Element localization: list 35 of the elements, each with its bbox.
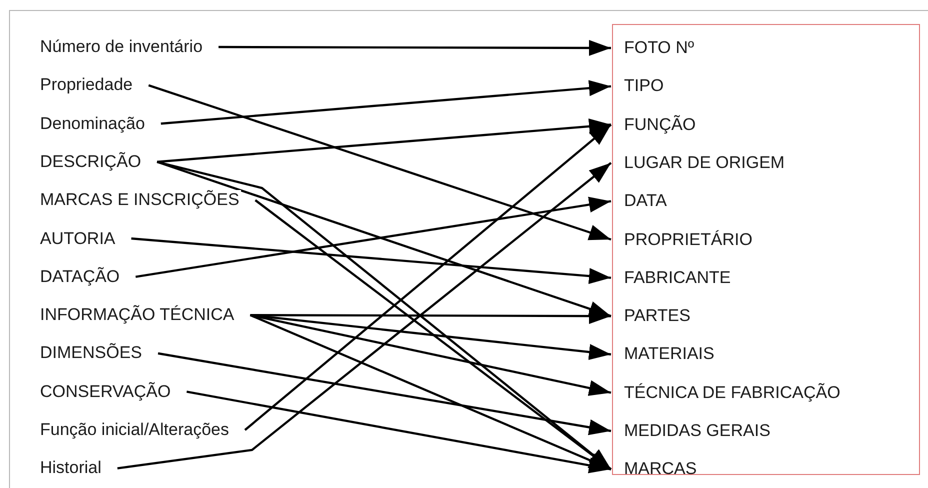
target-field-label: PARTES bbox=[613, 306, 690, 326]
source-field-label: DESCRIÇÃO bbox=[38, 152, 144, 172]
target-field-label: FUNÇÃO bbox=[613, 114, 696, 135]
target-field-label: MATERIAIS bbox=[613, 344, 714, 364]
arrow bbox=[218, 40, 611, 56]
arrow bbox=[250, 314, 612, 470]
source-field-label: Denominação bbox=[38, 114, 147, 134]
arrow bbox=[135, 196, 612, 278]
arrow bbox=[250, 314, 612, 396]
target-field-label: MEDIDAS GERAIS bbox=[613, 421, 770, 441]
target-field-label: DATA bbox=[613, 191, 667, 212]
arrow bbox=[156, 160, 612, 318]
source-field-label: Função inicial/Alterações bbox=[38, 420, 231, 440]
target-field-label: TÉCNICA DE FABRICAÇÃO bbox=[613, 382, 840, 403]
arrow bbox=[160, 80, 612, 125]
target-field-label: MARCAS bbox=[613, 459, 697, 480]
arrow bbox=[250, 314, 612, 360]
arrow bbox=[250, 308, 611, 324]
arrow bbox=[186, 390, 612, 474]
target-field-label: PROPRIETÁRIO bbox=[613, 230, 752, 250]
target-field-label: LUGAR DE ORIGEM bbox=[613, 152, 785, 173]
target-field-label: FOTO Nº bbox=[613, 38, 694, 58]
target-field-label: TIPO bbox=[613, 76, 664, 96]
target-field-label: FABRICANTE bbox=[613, 268, 731, 288]
arrow bbox=[244, 124, 612, 431]
arrow bbox=[254, 199, 612, 470]
source-field-label: Propriedade bbox=[38, 75, 135, 96]
arrow bbox=[157, 118, 612, 163]
source-field-label: DATAÇÃO bbox=[38, 266, 122, 287]
arrow bbox=[131, 237, 612, 284]
field-list-panel bbox=[612, 24, 920, 475]
source-field-label: MARCAS E INSCRIÇÕES bbox=[38, 190, 242, 210]
source-field-label: CONSERVAÇÃO bbox=[38, 382, 173, 402]
arrow bbox=[158, 352, 612, 436]
arrow bbox=[148, 84, 612, 241]
